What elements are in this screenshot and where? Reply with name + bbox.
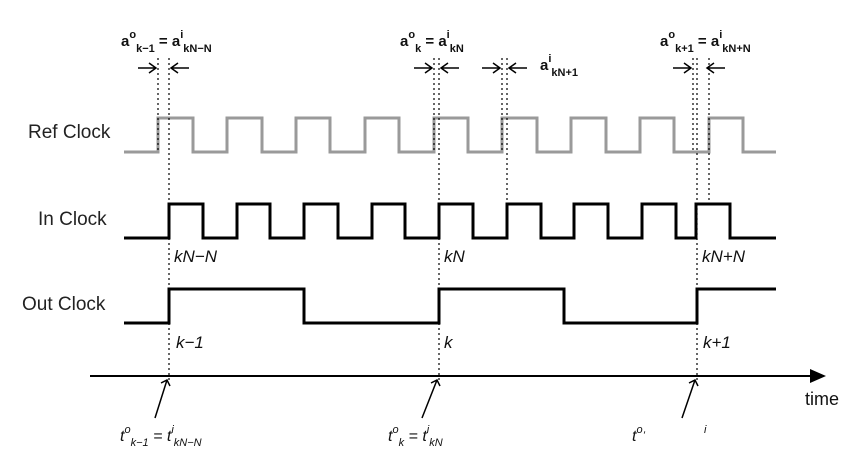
t-eq-k-plus-1-tail: i [704,424,707,436]
eq-a-k: aok = aikN [400,29,464,55]
out-edge-label-k: k [444,333,454,352]
out-edge-label-k-plus-1: k+1 [703,333,731,352]
t-eq-k: tok = tikN [388,424,443,449]
in-edge-label-kn: kN [444,247,466,266]
in-clock-waveform [124,202,776,240]
dotted-guides [157,58,710,380]
eq-a-kn-plus-1: aikN+1 [540,53,578,79]
offset-arrows [138,62,725,74]
sampling-pointers [154,378,699,419]
in-edge-label-kn-minus-n: kN−N [174,247,218,266]
in-clock-label: In Clock [38,209,107,230]
t-eq-k-plus-1: toʻ [632,424,646,445]
out-clock-label: Out Clock [22,294,106,315]
in-edge-label-kn-plus-n: kN+N [702,247,746,266]
t-eq-k-minus-1: tok−1 = tikN−N [120,424,202,449]
time-axis-arrowhead [810,369,826,383]
ref-clock-label: Ref Clock [28,122,111,143]
time-axis-label: time [805,389,839,409]
ref-clock-waveform [124,116,776,154]
eq-a-k-minus-1: aok−1 = aikN−N [121,29,212,55]
eq-a-k-plus-1: aok+1 = aikN+N [660,29,751,55]
out-edge-label-k-minus-1: k−1 [176,333,204,352]
out-clock-waveform [124,287,776,325]
